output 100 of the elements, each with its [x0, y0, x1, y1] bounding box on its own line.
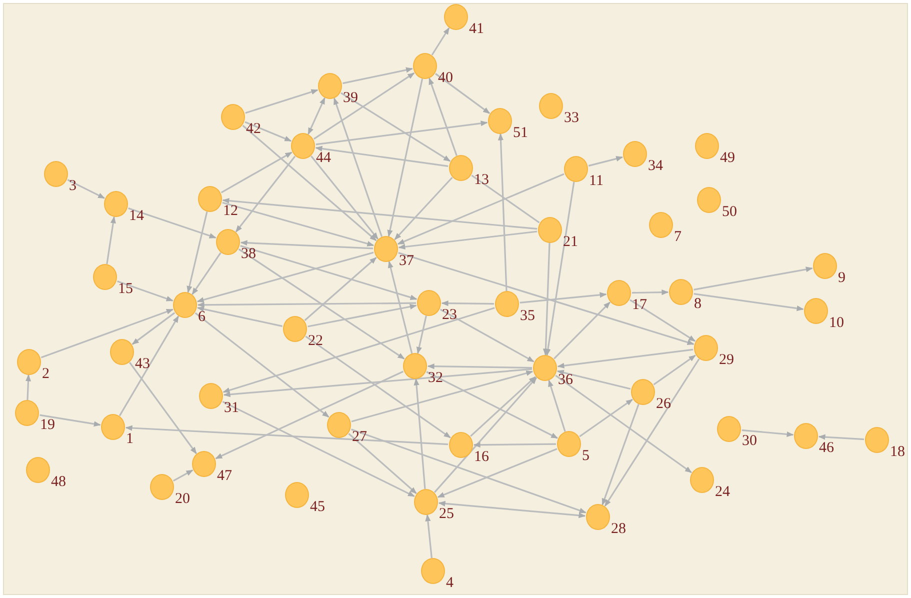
node-label: 13 — [474, 173, 489, 188]
arrow — [473, 442, 556, 448]
node-label: 6 — [198, 310, 206, 325]
node-label: 41 — [469, 22, 484, 37]
node-label: 47 — [217, 469, 232, 484]
arrow — [604, 358, 700, 507]
arrow — [414, 378, 426, 490]
node-label: 29 — [719, 353, 734, 368]
arrow — [305, 336, 451, 438]
arrow — [742, 429, 794, 438]
arrow — [315, 146, 448, 167]
node-label: 31 — [224, 401, 239, 416]
node-label: 24 — [715, 485, 730, 500]
node-label: 27 — [352, 430, 367, 445]
arrow — [426, 371, 558, 439]
arrow — [223, 368, 532, 398]
node-label: 49 — [720, 151, 735, 166]
node-label: 8 — [694, 297, 702, 312]
node-label: 45 — [310, 500, 325, 515]
arrow — [388, 260, 413, 354]
node-label: 18 — [890, 445, 905, 460]
node-label: 14 — [129, 209, 144, 224]
arrow — [173, 470, 194, 482]
arrow — [694, 266, 813, 290]
arrow — [194, 312, 330, 418]
arrow — [520, 292, 607, 304]
node-label: 34 — [648, 159, 663, 174]
node-label: 50 — [722, 205, 737, 220]
arrow — [398, 252, 694, 345]
arrow — [132, 312, 176, 345]
node-label: 1 — [126, 432, 134, 447]
arrow — [25, 374, 32, 400]
arrow — [129, 362, 197, 454]
node-label: 36 — [558, 373, 573, 388]
arrow — [245, 89, 318, 114]
arrow — [818, 434, 864, 440]
node-label: 3 — [69, 179, 76, 194]
arrow — [40, 308, 174, 358]
arrow — [244, 121, 292, 142]
node-label: 5 — [582, 449, 590, 464]
arrow — [316, 120, 488, 146]
arrow — [653, 354, 696, 386]
arrow — [555, 374, 692, 474]
arrow — [196, 252, 374, 302]
arrow — [240, 245, 418, 300]
arrow — [556, 370, 631, 390]
node-label: 20 — [175, 492, 190, 507]
node-label: 38 — [241, 247, 256, 262]
arrow — [351, 428, 586, 514]
arrow — [197, 306, 282, 327]
node-label: 15 — [118, 282, 133, 297]
arrow — [425, 514, 432, 558]
node-label: 22 — [308, 334, 323, 349]
arrow — [630, 299, 696, 342]
node-label: 48 — [51, 475, 66, 490]
node-label: 11 — [589, 174, 604, 189]
arrow — [308, 97, 326, 135]
arrow — [387, 78, 424, 237]
node-label: 43 — [135, 357, 150, 372]
arrow — [398, 230, 538, 250]
arrow — [186, 212, 208, 293]
node-label: 19 — [40, 418, 55, 433]
arrow — [242, 124, 377, 242]
arrow — [470, 376, 536, 437]
arrow — [394, 176, 453, 240]
arrow — [222, 202, 374, 246]
node-label: 4 — [446, 576, 454, 591]
arrow — [304, 257, 377, 321]
node-label: 33 — [564, 111, 579, 126]
arrow — [435, 73, 490, 114]
arrow — [235, 156, 296, 232]
node-label: 25 — [439, 507, 454, 522]
arrow — [192, 252, 222, 295]
arrow — [222, 307, 495, 393]
arrow — [431, 27, 450, 56]
node-label: 23 — [442, 308, 457, 323]
arrow — [351, 370, 534, 422]
arrow — [416, 316, 427, 354]
arrow — [240, 240, 374, 250]
arrow — [579, 398, 633, 438]
arrow — [542, 242, 550, 356]
arrow — [106, 216, 116, 264]
arrow — [434, 377, 537, 493]
arrow — [125, 425, 448, 446]
arrow — [548, 380, 566, 432]
node-label: 40 — [438, 71, 453, 86]
arrow — [238, 248, 405, 360]
node-label: 9 — [838, 271, 846, 286]
arrow — [118, 316, 180, 416]
node-label: 42 — [246, 122, 261, 137]
arrow — [545, 182, 575, 356]
arrow — [632, 290, 669, 296]
node-label: 30 — [742, 434, 757, 449]
arrow — [438, 500, 586, 518]
arrow — [428, 78, 458, 156]
arrow — [498, 133, 508, 292]
node-label: 46 — [819, 441, 834, 456]
node-label: 7 — [674, 230, 682, 245]
arrow — [602, 404, 640, 506]
node-label: 37 — [399, 254, 414, 269]
